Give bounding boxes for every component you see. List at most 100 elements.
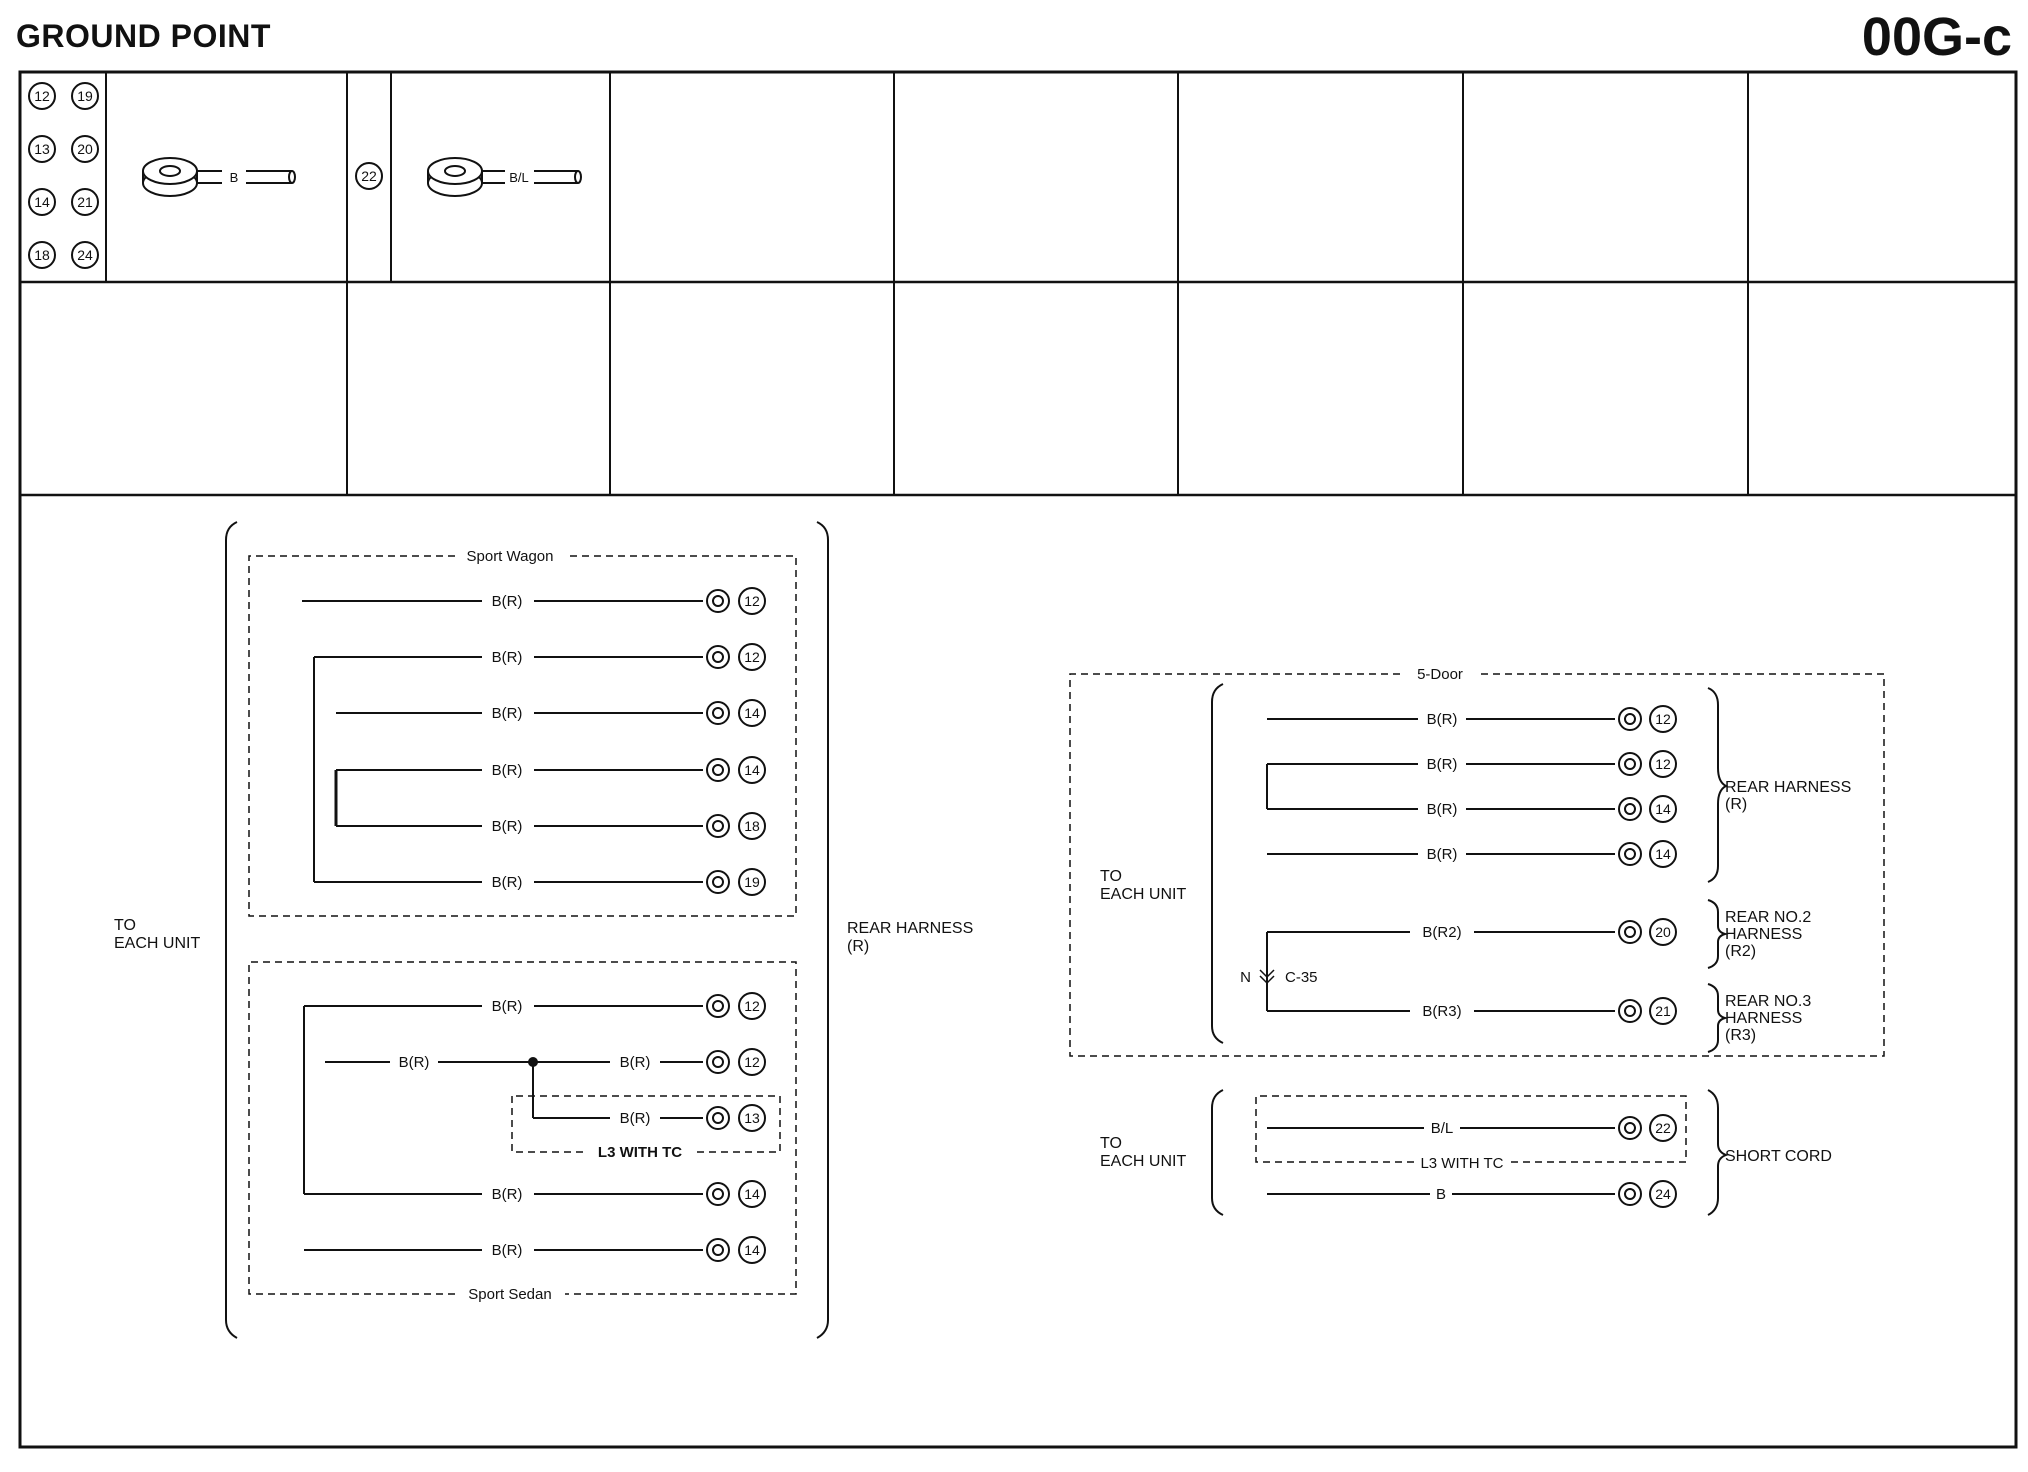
svg-text:20: 20 xyxy=(77,141,93,157)
connector-icon xyxy=(1259,969,1275,985)
page-title: GROUND POINT xyxy=(16,18,271,54)
svg-text:14: 14 xyxy=(34,194,50,210)
wire-label: B(R) xyxy=(492,1242,523,1259)
wire-label: B(R) xyxy=(1427,711,1458,728)
grid-frame xyxy=(18,70,2018,1449)
legend-wire-label: B/L xyxy=(509,170,529,185)
legend-circle: 12 xyxy=(28,82,56,110)
wire-label: B(R) xyxy=(1427,756,1458,773)
legend-circle: 14 xyxy=(28,188,56,216)
wire-label: B(R) xyxy=(492,762,523,779)
legend-circle: 13 xyxy=(28,135,56,163)
rear2-label: HARNESS xyxy=(1725,926,1802,943)
l3-label: L3 WITH TC xyxy=(598,1144,682,1161)
sedan-wire-row-2: B(R) B(R) 12 xyxy=(325,1048,766,1076)
legend-circle: 21 xyxy=(71,188,99,216)
rear3-label: (R3) xyxy=(1725,1027,1756,1044)
legend-circle: 18 xyxy=(28,241,56,269)
rear3-label: REAR NO.3 xyxy=(1725,993,1811,1010)
ground-number: 12 xyxy=(1655,711,1671,727)
page-code: 00G-c xyxy=(1861,7,2012,67)
short-wire-row-2: B 24 xyxy=(1267,1180,1677,1208)
ground-number: 18 xyxy=(744,818,760,834)
ground-number: 12 xyxy=(1655,756,1671,772)
short-to-label: TO xyxy=(1100,1135,1122,1152)
wire-label: B(R) xyxy=(492,649,523,666)
svg-text:13: 13 xyxy=(34,141,50,157)
ground-number: 14 xyxy=(744,762,760,778)
wire-label: B(R) xyxy=(1427,846,1458,863)
connector-n-label: N xyxy=(1240,969,1251,986)
svg-text:12: 12 xyxy=(34,88,50,104)
ground-number: 12 xyxy=(744,649,760,665)
sedan-wire-row-1: B(R) 12 xyxy=(304,992,766,1020)
rear3-label: HARNESS xyxy=(1725,1010,1802,1027)
ground-number: 14 xyxy=(1655,801,1671,817)
svg-text:24: 24 xyxy=(77,247,93,263)
rear-harness-label: (R) xyxy=(1725,796,1747,813)
ground-number: 24 xyxy=(1655,1186,1671,1202)
wire-label: B(R) xyxy=(492,1186,523,1203)
wire-label: B(R3) xyxy=(1422,1003,1461,1020)
wagon-wire-row-3: B(R) 14 xyxy=(336,699,766,727)
ring-terminal-icon: B/L xyxy=(427,157,582,197)
wire-label: B(R) xyxy=(492,874,523,891)
left-harness-label: REAR HARNESS xyxy=(847,920,973,937)
left-diagram: TO EACH UNIT REAR HARNESS (R) Sport Wago… xyxy=(114,521,973,1339)
rear2-label: (R2) xyxy=(1725,943,1756,960)
sedan-wire-row-3: B(R) 13 xyxy=(532,1062,766,1132)
connector-label: C-35 xyxy=(1285,969,1318,986)
ground-number: 22 xyxy=(1655,1120,1671,1136)
door-wire-row-3: B(R) 14 xyxy=(1267,795,1677,823)
short-cord-diagram: TO EACH UNIT L3 WITH TC B/L 22 B 24 SHOR… xyxy=(1100,1089,1832,1216)
wire-label: B(R) xyxy=(492,998,523,1015)
legend-wire-label: B xyxy=(230,170,239,185)
ground-number: 13 xyxy=(744,1110,760,1126)
legend-circle: 24 xyxy=(71,241,99,269)
short-l3-label: L3 WITH TC xyxy=(1420,1155,1503,1172)
wire-label: B(R) xyxy=(620,1110,651,1127)
wire-label: B(R) xyxy=(492,705,523,722)
right-to-label: EACH UNIT xyxy=(1100,886,1186,903)
short-to-label: EACH UNIT xyxy=(1100,1153,1186,1170)
ground-number: 14 xyxy=(1655,846,1671,862)
svg-text:22: 22 xyxy=(361,168,377,184)
left-to-label: EACH UNIT xyxy=(114,935,200,952)
wagon-wire-row-1: B(R) 12 xyxy=(302,587,766,615)
door-wire-row-6: B(R3) 21 xyxy=(1267,997,1677,1025)
short-cord-label: SHORT CORD xyxy=(1725,1148,1832,1165)
sedan-title: Sport Sedan xyxy=(468,1286,551,1303)
legend-circle: 19 xyxy=(71,82,99,110)
ground-number: 14 xyxy=(744,1186,760,1202)
wire-label: B(R) xyxy=(399,1054,430,1071)
ground-number: 19 xyxy=(744,874,760,890)
ground-number: 14 xyxy=(744,1242,760,1258)
ring-terminal-icon: B xyxy=(142,157,296,197)
sedan-wire-row-4: B(R) 14 xyxy=(304,1180,766,1208)
door-wire-row-2: B(R) 12 xyxy=(1267,750,1677,778)
wire-label: B(R) xyxy=(492,818,523,835)
wire-label: B(R) xyxy=(620,1054,651,1071)
right-to-label: TO xyxy=(1100,868,1122,885)
ground-number: 14 xyxy=(744,705,760,721)
rear-harness-label: REAR HARNESS xyxy=(1725,779,1851,796)
short-wire-row-1: B/L 22 xyxy=(1267,1114,1677,1142)
left-harness-label: (R) xyxy=(847,938,869,955)
wire-label: B(R2) xyxy=(1422,924,1461,941)
wagon-wire-row-2: B(R) 12 xyxy=(314,643,766,671)
wire-label: B(R) xyxy=(492,593,523,610)
ground-number: 12 xyxy=(744,593,760,609)
wire-label: B xyxy=(1436,1186,1446,1203)
ground-number: 12 xyxy=(744,1054,760,1070)
wagon-wire-row-4: B(R) 14 xyxy=(336,756,766,784)
door-wire-row-1: B(R) 12 xyxy=(1267,705,1677,733)
right-diagram: 5-Door TO EACH UNIT B(R) 12 B(R) 12 B(R)… xyxy=(1069,666,1885,1057)
ground-number: 12 xyxy=(744,998,760,1014)
svg-text:21: 21 xyxy=(77,194,93,210)
wagon-wire-row-6: B(R) 19 xyxy=(314,868,766,896)
left-to-label: TO xyxy=(114,917,136,934)
legend-group-a: 12 19 13 20 14 21 18 24 xyxy=(28,82,99,269)
door-wire-row-4: B(R) 14 xyxy=(1267,840,1677,868)
door-wire-row-5: B(R2) 20 xyxy=(1267,918,1677,946)
